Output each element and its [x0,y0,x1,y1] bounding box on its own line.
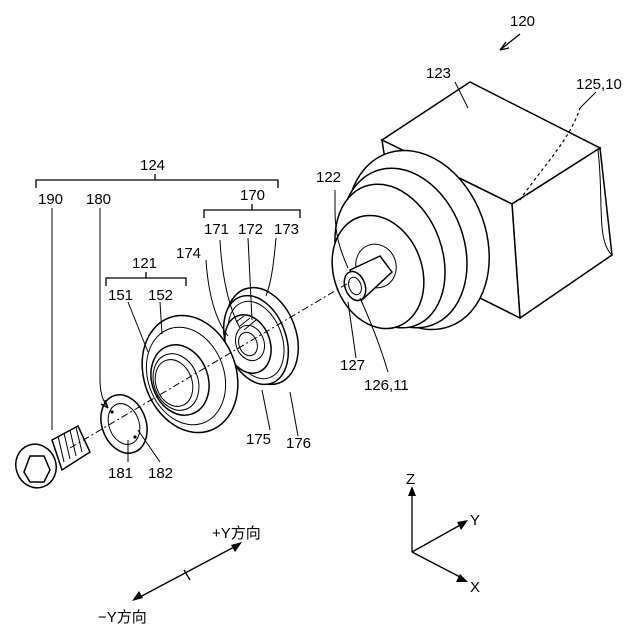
label-126-11: 126,11 [364,377,409,394]
label-175: 175 [246,431,271,448]
label-171: 171 [204,221,229,238]
bolt-190 [10,426,90,494]
label-122: 122 [316,169,341,186]
label-151: 151 [108,287,133,304]
coordinate-axes [408,486,468,582]
label-170: 170 [240,187,265,204]
plus-y-direction-label: +Y方向 [212,525,261,542]
bracket-124 [36,174,278,188]
label-176: 176 [286,435,311,452]
label-152: 152 [148,287,173,304]
label-174: 174 [176,245,201,262]
axis-label-y: Y [470,512,480,529]
washer-180 [93,388,155,459]
motor-housing-120 [316,82,612,350]
label-172: 172 [238,221,263,238]
y-direction-arrow [132,542,242,601]
label-180: 180 [86,191,111,208]
label-125-10: 125,10 [576,76,622,93]
label-123: 123 [426,65,451,82]
label-190: 190 [38,191,63,208]
label-127: 127 [340,357,365,374]
label-121: 121 [132,255,157,272]
bracket-170 [204,204,300,218]
bracket-121 [106,272,186,286]
label-124: 124 [140,157,165,174]
label-182: 182 [148,465,173,482]
minus-y-direction-label: −Y方向 [98,609,147,626]
label-173: 173 [274,221,299,238]
axis-label-z: Z [406,471,415,488]
label-120: 120 [510,13,535,30]
label-181: 181 [108,465,133,482]
axis-label-x: X [470,579,480,596]
